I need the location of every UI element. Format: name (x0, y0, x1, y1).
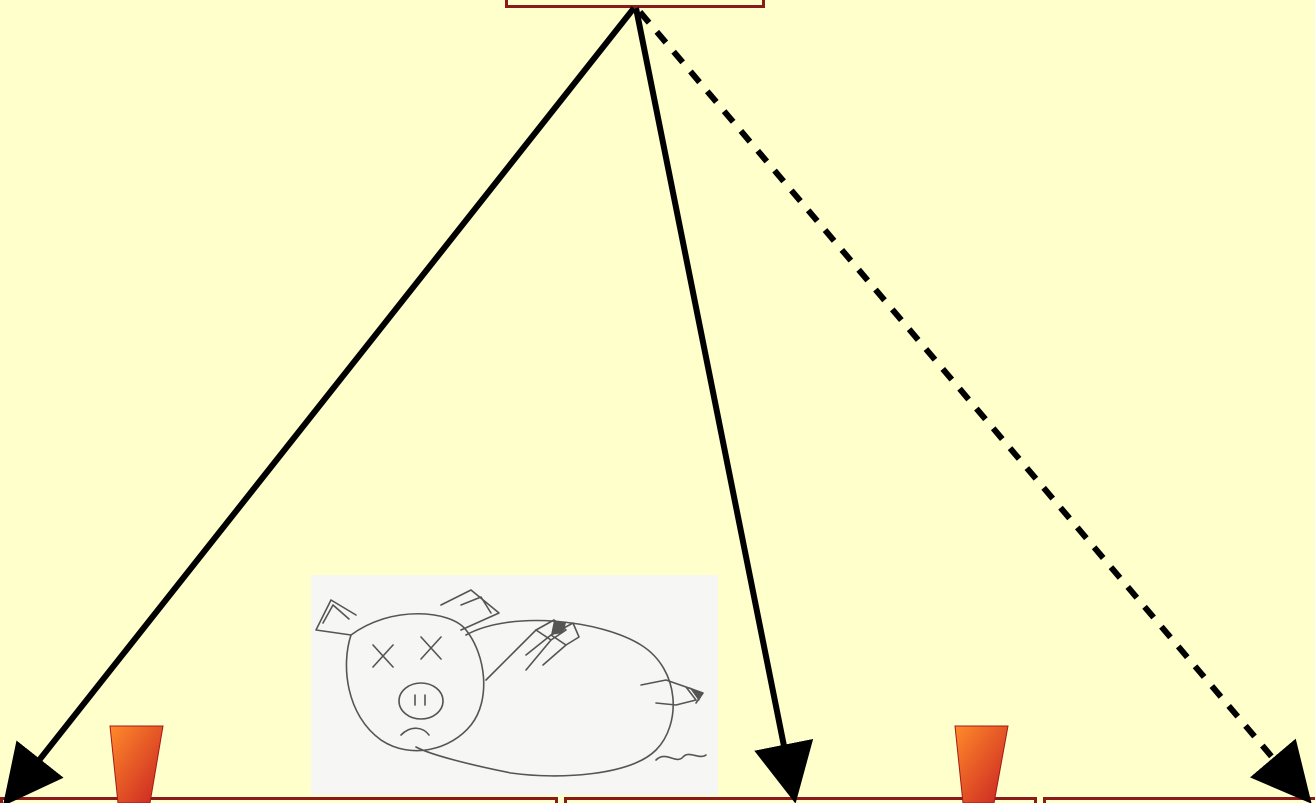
red-tag-icon (110, 726, 163, 803)
edge-root-left (14, 8, 634, 792)
edge-root-right (640, 12, 1300, 790)
edge-root-middle (636, 8, 792, 786)
red-tag-icon (955, 726, 1008, 803)
